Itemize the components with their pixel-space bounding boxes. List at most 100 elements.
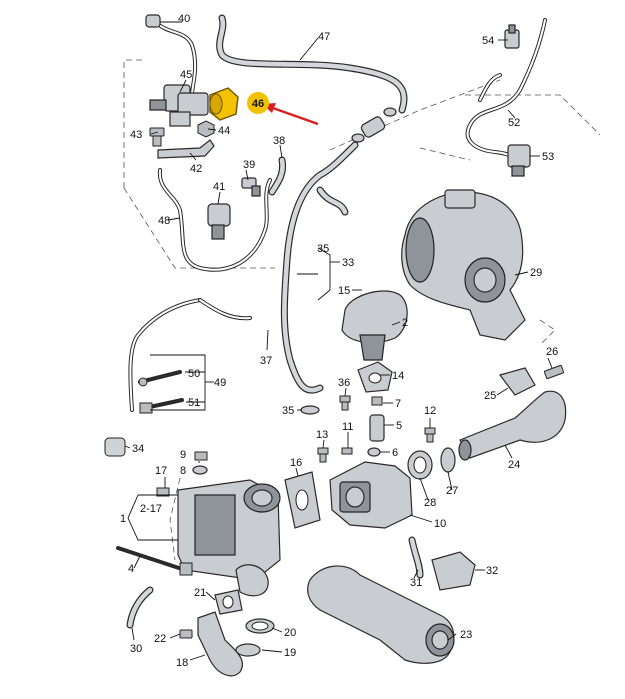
label-30[interactable]: 30 [130,643,142,655]
label-33[interactable]: 33 [342,257,354,269]
label-50[interactable]: 50 [188,368,200,380]
bolt-11 [341,447,353,455]
sensor-51 [139,398,184,414]
gasket-21 [214,589,243,615]
oil-line-49 [128,298,252,412]
pipe-24 [458,390,567,461]
coolant-pipe-33 [280,141,359,394]
bolt-43 [149,127,165,147]
label-47[interactable]: 47 [318,31,330,43]
clamp-set [351,107,397,143]
valve-53 [507,144,531,177]
label-18[interactable]: 18 [176,657,188,669]
label-15[interactable]: 15 [338,285,350,297]
bolt-13 [317,447,329,463]
bolt-22 [179,629,193,639]
label-14[interactable]: 14 [392,370,404,382]
label-17[interactable]: 17 [155,465,167,477]
label-41[interactable]: 41 [213,181,225,193]
label-36[interactable]: 36 [338,377,350,389]
bolt-17 [156,487,170,497]
label-39[interactable]: 39 [243,159,255,171]
highlighted-part-46 [209,87,239,121]
valve-41 [207,203,231,240]
bolt-26 [543,364,565,380]
label-13[interactable]: 13 [316,429,328,441]
hose-end-34 [104,437,126,457]
label-52[interactable]: 52 [508,117,520,129]
label-49[interactable]: 49 [214,377,226,389]
label-28[interactable]: 28 [424,497,436,509]
sensor-5 [369,396,385,442]
label-51[interactable]: 51 [188,397,200,409]
sensor-39 [241,177,261,197]
label-6[interactable]: 6 [392,447,398,459]
egr-cooler-1 [177,479,281,597]
label-16[interactable]: 16 [290,457,302,469]
label-10[interactable]: 10 [434,518,446,530]
hose-31 [408,536,424,579]
label-22[interactable]: 22 [154,633,166,645]
flange-25 [498,367,536,396]
label-43[interactable]: 43 [130,129,142,141]
nut-44 [197,120,215,138]
label-38[interactable]: 38 [273,135,285,147]
label-12[interactable]: 12 [424,405,436,417]
label-44[interactable]: 44 [218,125,230,137]
turbocharger-29 [401,189,526,341]
label-7[interactable]: 7 [395,398,401,410]
hose-47 [216,14,408,114]
label-2-17[interactable]: 2-17 [140,503,162,515]
gasket-16 [284,471,321,529]
label-37[interactable]: 37 [260,355,272,367]
seal-27 [440,447,456,473]
label-34[interactable]: 34 [132,443,144,455]
label-8[interactable]: 8 [180,465,186,477]
clamp-28 [407,450,433,480]
part-labels: 40 47 54 45 43 44 42 38 39 41 48 52 53 3… [120,13,558,669]
label-2[interactable]: 2 [402,317,408,329]
seal-35 [300,405,320,415]
vacuum-line-48 [157,168,272,272]
connector-54 [504,24,520,49]
label-54[interactable]: 54 [482,35,494,47]
label-9[interactable]: 9 [180,449,186,461]
label-42[interactable]: 42 [190,163,202,175]
label-25[interactable]: 25 [484,390,496,402]
rod-4 [116,546,193,576]
label-24[interactable]: 24 [508,459,520,471]
bolt-9 [194,451,208,461]
label-29[interactable]: 29 [530,267,542,279]
label-21[interactable]: 21 [194,587,206,599]
label-48[interactable]: 48 [158,215,170,227]
vacuum-line-40 [145,14,198,102]
label-20[interactable]: 20 [284,627,296,639]
highlight-badge-46[interactable]: 46 [247,92,269,114]
washer-8 [192,465,208,475]
highlight-arrow [262,103,319,126]
label-53[interactable]: 53 [542,151,554,163]
pump-2 [341,290,408,361]
pipe-18 [197,611,244,677]
label-26[interactable]: 26 [546,346,558,358]
label-46: 46 [252,98,264,110]
vacuum-line-52 [465,18,547,162]
seal-6 [367,447,381,457]
bolt-36 [339,395,351,411]
label-5[interactable]: 5 [396,420,402,432]
label-31[interactable]: 31 [410,577,422,589]
label-1[interactable]: 1 [120,513,126,525]
label-4[interactable]: 4 [128,563,134,575]
label-27[interactable]: 27 [446,485,458,497]
label-35-upper[interactable]: 35 [317,243,329,255]
hose-38 [268,156,287,196]
label-45[interactable]: 45 [180,69,192,81]
label-23[interactable]: 23 [460,629,472,641]
label-19[interactable]: 19 [284,647,296,659]
label-11[interactable]: 11 [342,421,353,433]
intake-pipe-23 [307,565,455,664]
label-35[interactable]: 35 [282,405,294,417]
label-40[interactable]: 40 [178,13,190,25]
label-32[interactable]: 32 [486,565,498,577]
egr-valve-10 [329,461,413,529]
